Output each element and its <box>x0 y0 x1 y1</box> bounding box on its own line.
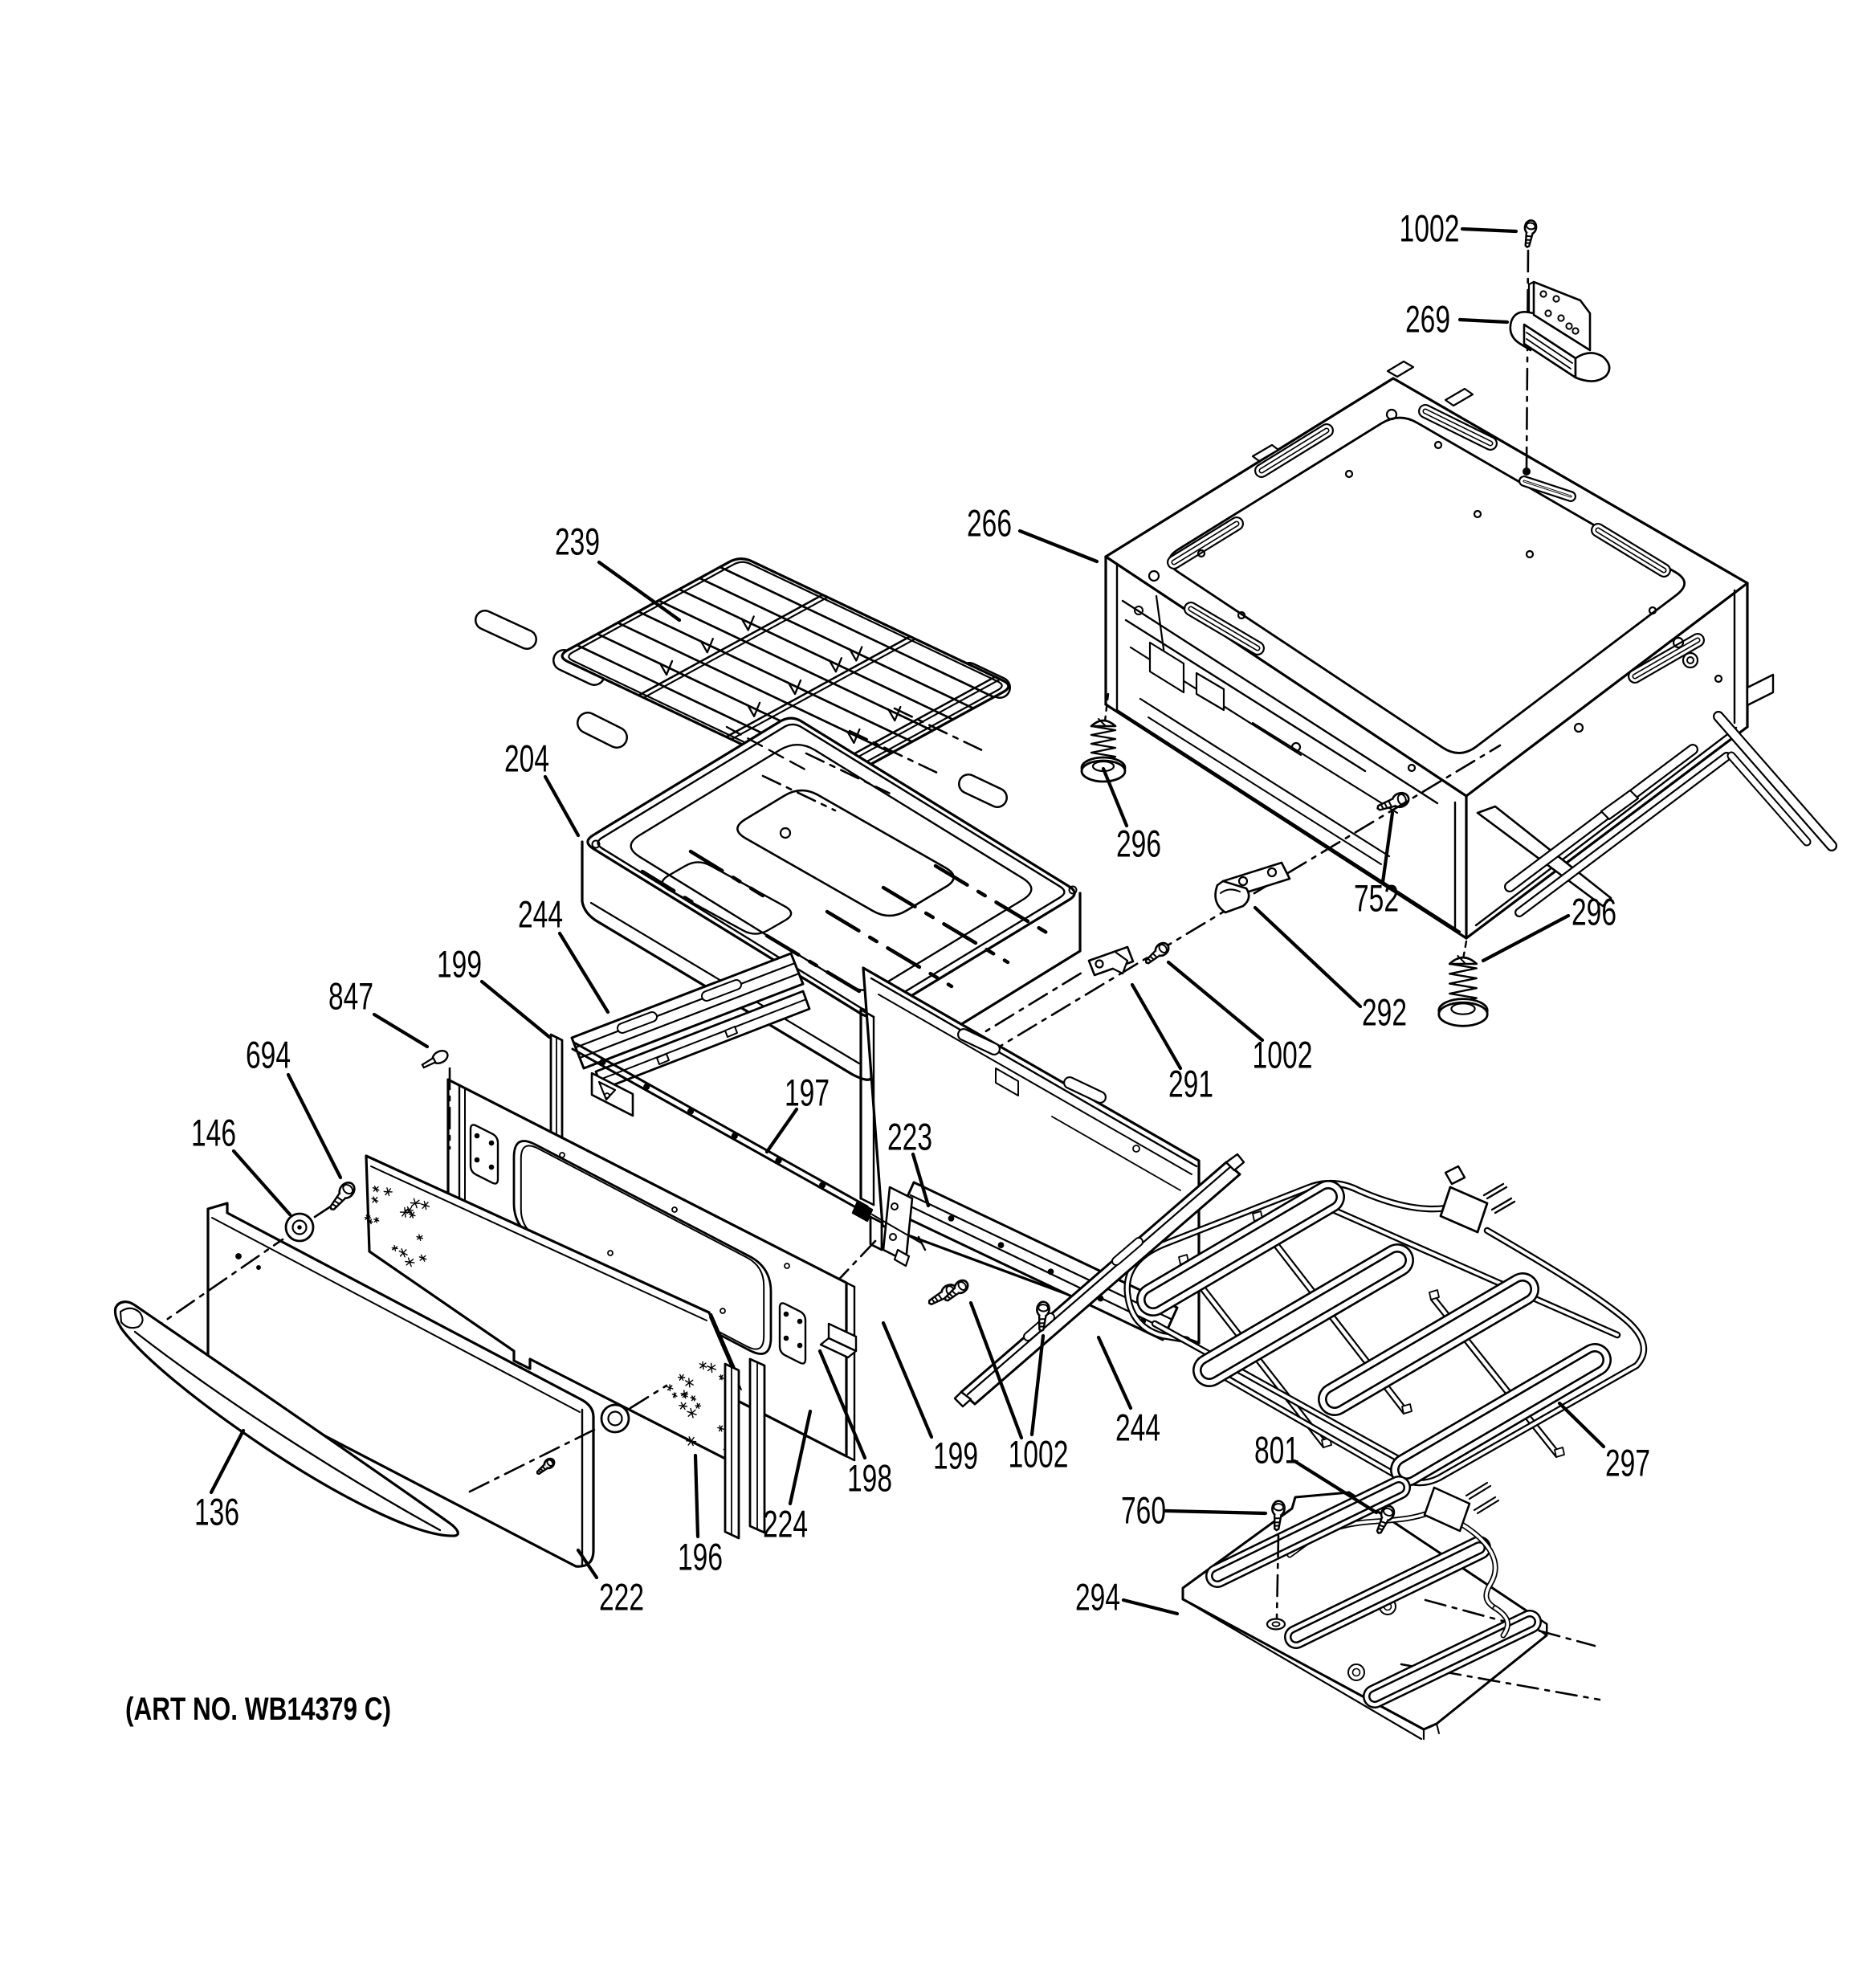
svg-text:223: 223 <box>887 1116 932 1158</box>
svg-text:294: 294 <box>1075 1576 1120 1619</box>
svg-text:244: 244 <box>1115 1406 1160 1449</box>
svg-text:222: 222 <box>599 1576 644 1619</box>
svg-text:760: 760 <box>1121 1489 1166 1532</box>
svg-text:1002: 1002 <box>1009 1433 1069 1476</box>
svg-text:204: 204 <box>504 737 549 780</box>
svg-text:199: 199 <box>437 943 482 986</box>
svg-text:(ART NO. WB14379 C): (ART NO. WB14379 C) <box>125 1692 391 1727</box>
svg-text:239: 239 <box>555 520 600 563</box>
svg-text:291: 291 <box>1168 1063 1213 1105</box>
svg-text:244: 244 <box>518 893 563 936</box>
svg-text:801: 801 <box>1254 1429 1299 1472</box>
svg-text:847: 847 <box>328 975 373 1018</box>
svg-text:292: 292 <box>1362 991 1407 1034</box>
svg-text:146: 146 <box>191 1112 236 1154</box>
svg-text:297: 297 <box>1605 1442 1650 1484</box>
svg-text:266: 266 <box>967 502 1012 545</box>
svg-text:198: 198 <box>847 1457 892 1500</box>
svg-text:136: 136 <box>194 1491 239 1533</box>
svg-text:1002: 1002 <box>1400 207 1460 250</box>
svg-text:296: 296 <box>1116 823 1161 865</box>
svg-text:224: 224 <box>763 1503 808 1545</box>
svg-text:197: 197 <box>785 1072 830 1114</box>
svg-text:694: 694 <box>246 1034 291 1076</box>
svg-text:199: 199 <box>933 1435 978 1477</box>
svg-text:196: 196 <box>678 1536 723 1578</box>
svg-text:269: 269 <box>1405 298 1450 341</box>
svg-text:752: 752 <box>1354 877 1399 920</box>
svg-text:296: 296 <box>1572 891 1616 933</box>
